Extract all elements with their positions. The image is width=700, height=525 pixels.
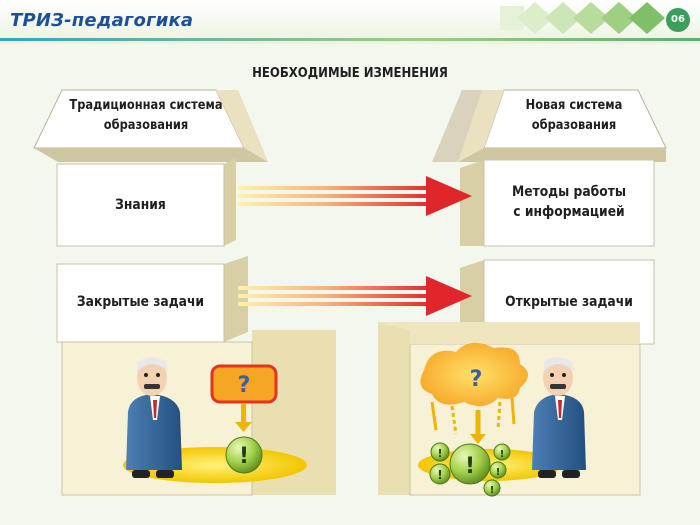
left-row1-label: Знания <box>67 195 214 215</box>
left-roof-label: Традиционная система образования <box>63 96 228 136</box>
right-row1-label: Методы работы с информацией <box>494 182 644 222</box>
exclamation-small-5: ! <box>490 485 495 496</box>
exclamation-small-1: ! <box>437 447 442 460</box>
question-mark-left: ? <box>238 373 251 398</box>
exclamation-small-3: ! <box>500 449 505 460</box>
left-row2-label: Закрытые задачи <box>67 292 214 312</box>
right-roof-label: Новая система образования <box>498 96 649 136</box>
exclamation-right-main: ! <box>465 454 475 479</box>
arrow-tasks <box>238 276 472 316</box>
exclamation-small-4: ! <box>496 467 501 478</box>
exclamation-small-2: ! <box>437 468 442 482</box>
right-row2-label: Открытые задачи <box>494 292 644 312</box>
arrow-knowledge <box>238 176 472 216</box>
exclamation-left: ! <box>239 444 249 469</box>
question-mark-right: ? <box>470 367 483 392</box>
